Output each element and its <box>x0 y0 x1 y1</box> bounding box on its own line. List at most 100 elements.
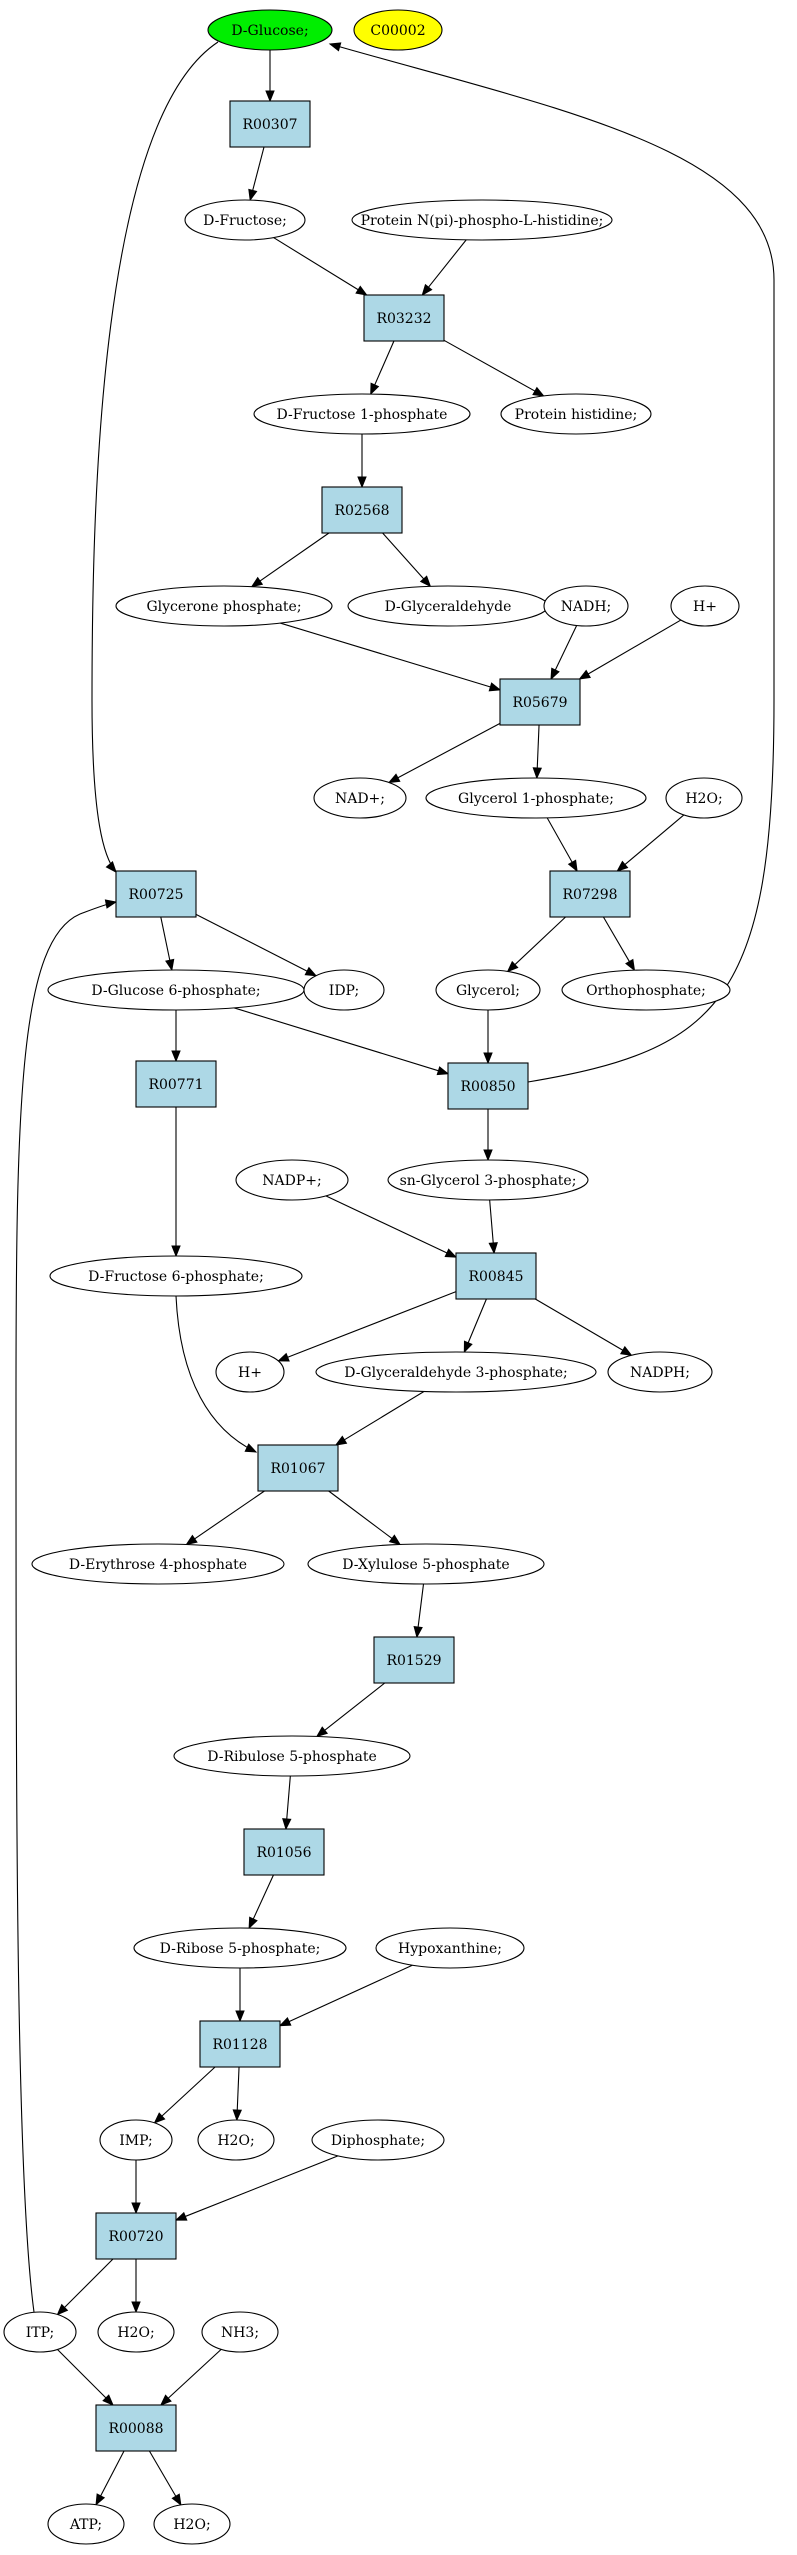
reaction-r00850[interactable]: R00850 <box>447 1062 529 1110</box>
reaction-r01529[interactable]: R01529 <box>373 1636 455 1684</box>
compound-shape <box>201 2311 279 2353</box>
compound-shape <box>47 2503 125 2545</box>
reaction-box <box>199 2020 281 2068</box>
compound-glycerone_p[interactable]: Glycerone phosphate; <box>115 585 333 627</box>
arrow-head <box>436 1066 450 1076</box>
edge-r07298-to-glycerol <box>506 916 566 973</box>
compound-glycerol[interactable]: Glycerol; <box>435 969 541 1011</box>
compound-h2o_2[interactable]: H2O; <box>197 2119 275 2161</box>
arrow-head <box>387 773 401 784</box>
compound-diphosphate[interactable]: Diphosphate; <box>311 2119 445 2161</box>
compound-c00002[interactable]: C00002 <box>353 9 443 51</box>
arrow-head <box>159 2394 172 2406</box>
compound-shape <box>253 393 471 435</box>
edge-g3p-to-r01067 <box>334 1390 425 1446</box>
compound-label: NAD+; <box>335 791 385 807</box>
compound-orthophosphate[interactable]: Orthophosphate; <box>561 969 731 1011</box>
edge-glucose-to-r00307 <box>265 50 275 103</box>
compound-shape <box>665 777 743 819</box>
compound-atp[interactable]: ATP; <box>47 2503 125 2545</box>
compound-label: D-Glyceraldehyde 3-phosphate; <box>344 1365 567 1381</box>
compound-g6p[interactable]: D-Glucose 6-phosphate; <box>47 969 305 1011</box>
compound-fructose1p[interactable]: D-Fructose 1-phosphate <box>253 393 471 435</box>
edge-snglycerol3p-to-r00845 <box>488 1199 498 1255</box>
compound-hypoxanthine[interactable]: Hypoxanthine; <box>375 1927 525 1969</box>
compound-shape <box>387 1159 589 1201</box>
compound-label: IDP; <box>329 983 359 999</box>
compound-ru5p[interactable]: D-Ribulose 5-phosphate <box>173 1735 411 1777</box>
compound-label: H+ <box>238 1365 262 1381</box>
compound-glyceraldehyde[interactable]: D-Glyceraldehyde <box>347 585 549 627</box>
compound-glycerol1p[interactable]: Glycerol 1-phosphate; <box>425 777 647 819</box>
edge-r00725-to-idp <box>195 913 318 977</box>
compound-nadplus[interactable]: NAD+; <box>313 777 407 819</box>
reaction-r01128[interactable]: R01128 <box>199 2020 281 2068</box>
compound-glucose[interactable]: D-Glucose; <box>207 9 333 51</box>
compound-shape <box>173 1735 411 1777</box>
compound-label: H2O; <box>117 2325 154 2341</box>
reaction-r00725[interactable]: R00725 <box>115 870 197 918</box>
compound-h2o_4[interactable]: H2O; <box>153 2503 231 2545</box>
compound-hplus2[interactable]: H+ <box>215 1351 285 1393</box>
compound-shape <box>207 9 333 51</box>
compound-g3p[interactable]: D-Glyceraldehyde 3-phosphate; <box>315 1351 597 1393</box>
reaction-r03232[interactable]: R03232 <box>363 294 445 342</box>
compound-e4p[interactable]: D-Erythrose 4-phosphate <box>31 1543 285 1585</box>
reaction-r01067[interactable]: R01067 <box>257 1444 339 1492</box>
compound-shape <box>215 1351 285 1393</box>
compound-protein_nphis[interactable]: Protein N(pi)-phospho-L-histidine; <box>351 199 613 241</box>
edge-glucose-to-r00725 <box>91 41 219 874</box>
arrow-head <box>304 966 318 977</box>
compound-label: D-Ribulose 5-phosphate <box>207 1749 377 1765</box>
reaction-label: R01067 <box>270 1461 325 1477</box>
compound-nadh[interactable]: NADH; <box>543 585 629 627</box>
edge-r5p-to-r01128 <box>235 1968 245 2023</box>
compound-shape <box>315 1351 597 1393</box>
compound-snglycerol3p[interactable]: sn-Glycerol 3-phosphate; <box>387 1159 589 1201</box>
compound-nh3[interactable]: NH3; <box>201 2311 279 2353</box>
compound-label: Hypoxanthine; <box>398 1941 502 1957</box>
reaction-r01056[interactable]: R01056 <box>243 1828 325 1876</box>
compound-label: ATP; <box>69 2517 102 2533</box>
edge-r00720-to-h2o_3 <box>131 2259 141 2314</box>
reaction-r02568[interactable]: R02568 <box>321 486 403 534</box>
compound-nadpplus[interactable]: NADP+; <box>235 1159 349 1201</box>
reaction-r05679[interactable]: R05679 <box>499 678 581 726</box>
compound-imp[interactable]: IMP; <box>99 2119 173 2161</box>
reaction-r07298[interactable]: R07298 <box>549 870 631 918</box>
compound-nadph[interactable]: NADPH; <box>607 1351 713 1393</box>
compound-label: D-Fructose; <box>203 213 287 229</box>
arrow-head <box>277 1352 290 1362</box>
arrow-head <box>419 575 432 588</box>
reaction-r00845[interactable]: R00845 <box>455 1252 537 1300</box>
reaction-r00771[interactable]: R00771 <box>135 1060 217 1108</box>
compound-hplus1[interactable]: H+ <box>670 585 740 627</box>
compound-fructose[interactable]: D-Fructose; <box>184 199 306 241</box>
reaction-r00307[interactable]: R00307 <box>229 100 311 148</box>
compound-h2o_1[interactable]: H2O; <box>665 777 743 819</box>
compound-protein_his[interactable]: Protein histidine; <box>500 393 652 435</box>
arrow-head <box>102 2394 114 2406</box>
compound-r5p[interactable]: D-Ribose 5-phosphate; <box>133 1927 347 1969</box>
compound-h2o_3[interactable]: H2O; <box>97 2311 175 2353</box>
reaction-r00088[interactable]: R00088 <box>95 2404 177 2452</box>
arrow-head <box>625 958 636 972</box>
reaction-label: R01529 <box>386 1653 441 1669</box>
arrow-head <box>248 1916 258 1930</box>
reaction-label: R01056 <box>256 1845 311 1861</box>
compound-x5p[interactable]: D-Xylulose 5-phosphate <box>307 1543 545 1585</box>
compound-idp[interactable]: IDP; <box>303 969 385 1011</box>
arrow-head <box>278 2017 292 2027</box>
edge-r07298-to-orthophosphate <box>602 916 636 972</box>
compound-f6p[interactable]: D-Fructose 6-phosphate; <box>49 1255 303 1297</box>
compound-itp[interactable]: ITP; <box>3 2311 77 2353</box>
arrow-head <box>413 1625 423 1639</box>
reaction-r00720[interactable]: R00720 <box>95 2212 177 2260</box>
compound-shape <box>425 777 647 819</box>
reaction-box <box>115 870 197 918</box>
reaction-box <box>95 2404 177 2452</box>
reaction-label: R00307 <box>242 117 297 133</box>
arrow-head <box>616 860 629 872</box>
arrow-head <box>265 90 275 103</box>
compound-shape <box>49 1255 303 1297</box>
